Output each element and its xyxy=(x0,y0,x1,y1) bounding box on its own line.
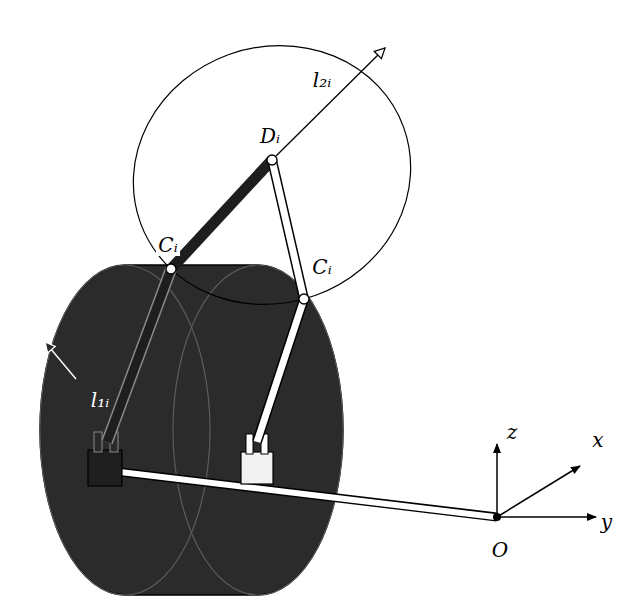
dark-slider xyxy=(88,450,122,486)
cylinder-edge xyxy=(173,265,343,595)
joint xyxy=(299,294,309,304)
z-axis xyxy=(496,444,498,517)
cylinder xyxy=(40,265,343,595)
dimension-label: l₁ᵢ xyxy=(89,389,111,411)
white-link-edge xyxy=(272,160,304,299)
white-upper-link xyxy=(272,160,304,299)
dark-lower-link xyxy=(107,269,171,442)
dark-clevis xyxy=(94,432,102,452)
point-label: Dᵢ xyxy=(258,125,282,147)
y-axis xyxy=(497,516,596,518)
axis-label: z xyxy=(505,421,520,443)
axis-label: y xyxy=(599,511,614,533)
sphere-circle xyxy=(97,7,448,343)
white-clevis xyxy=(246,434,253,454)
rod xyxy=(120,472,495,517)
joint xyxy=(267,155,277,165)
dark-link-edge xyxy=(107,269,171,442)
white-link-edge xyxy=(257,299,304,442)
white-lower-link xyxy=(257,299,304,442)
radius-arrow xyxy=(45,342,76,379)
origin-dot xyxy=(493,513,501,521)
axis-label: O xyxy=(490,539,510,561)
axis-label: x xyxy=(590,429,605,451)
dimension-label: l₂ᵢ xyxy=(311,69,333,91)
dark-upper-link xyxy=(171,160,272,269)
joint xyxy=(166,264,176,274)
cylinder-edge xyxy=(40,265,210,595)
rod-outline xyxy=(120,472,497,517)
x-axis xyxy=(497,466,580,517)
point-label: Cᵢ xyxy=(310,256,333,278)
radius-arrow xyxy=(276,48,385,156)
white-slider xyxy=(241,452,273,484)
point-label: Cᵢ xyxy=(156,234,179,256)
